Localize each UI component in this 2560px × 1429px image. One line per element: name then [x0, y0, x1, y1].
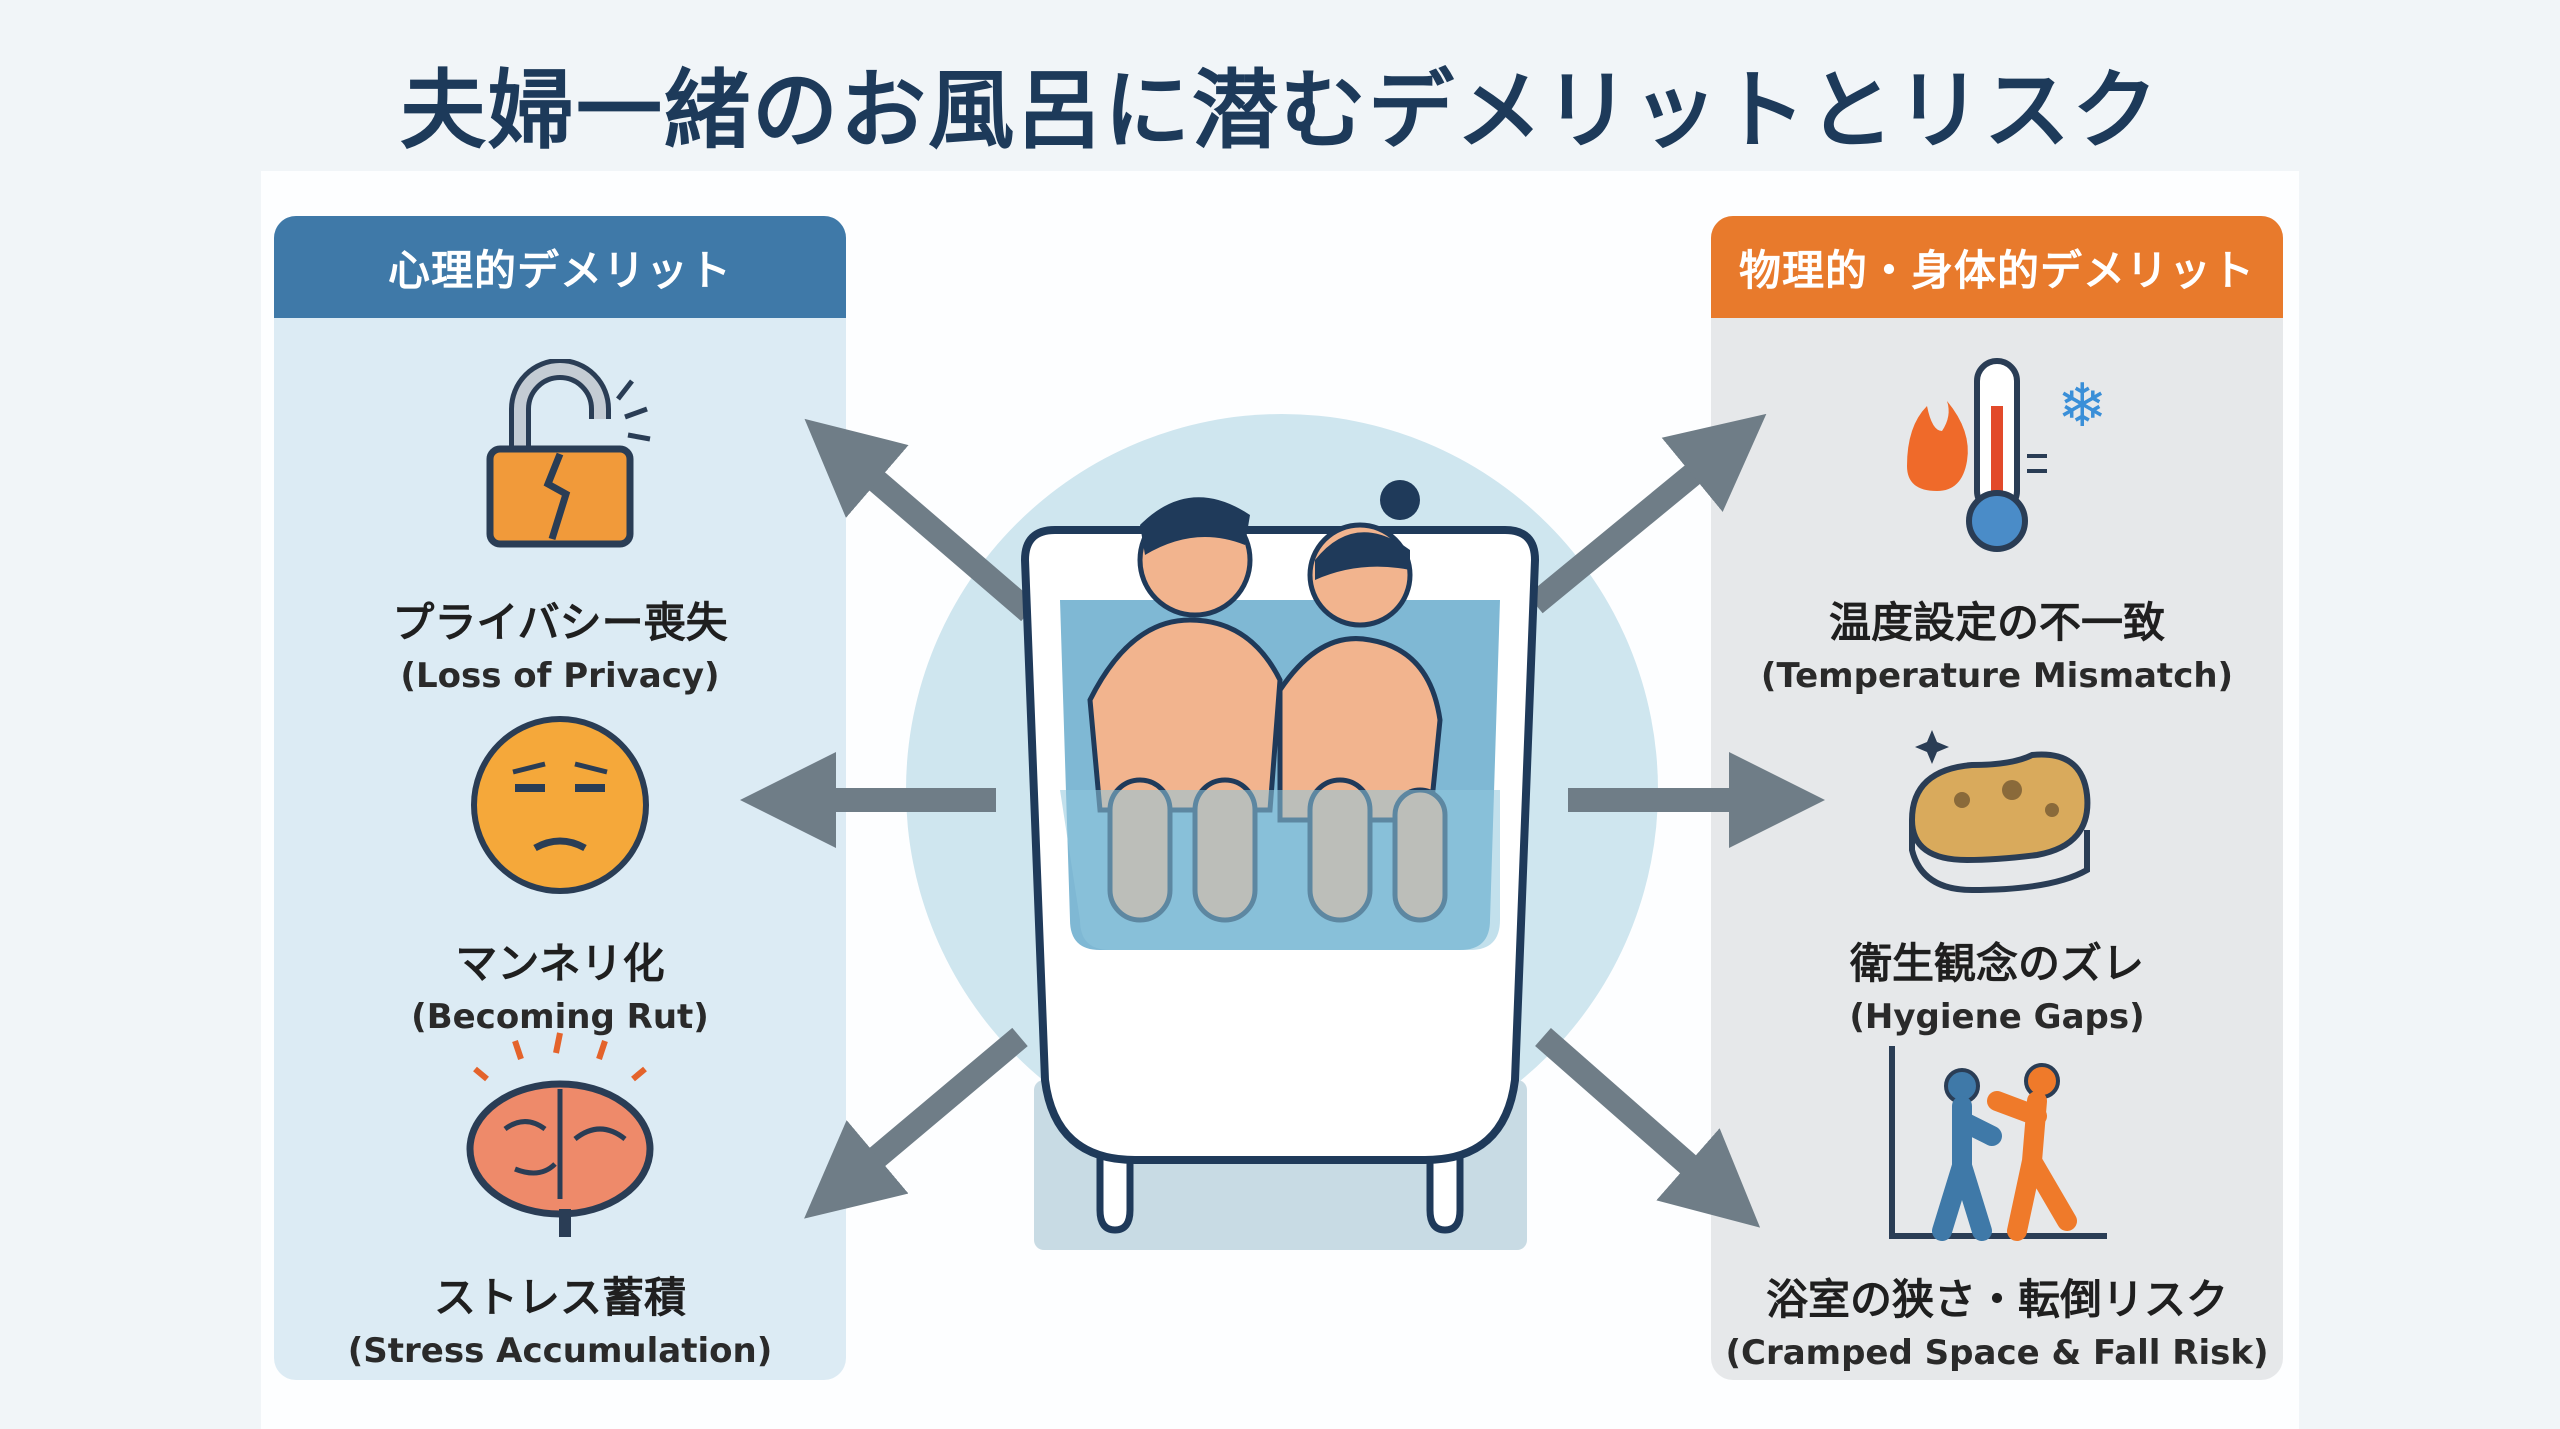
item-loss-of-privacy: プライバシー喪失 (Loss of Privacy) [274, 359, 846, 696]
item-label: 衛生観念のズレ [1849, 939, 2144, 988]
arrow-to-privacy [804, 418, 1037, 622]
arrow-to-temperature [1527, 413, 1767, 614]
people-collision-icon [1889, 1046, 2107, 1241]
arrow-to-cramped [1535, 1027, 1761, 1228]
svg-text:❄: ❄ [2057, 371, 2107, 441]
physical-header: 物理的・身体的デメリット [1711, 216, 2283, 318]
bathtub-icon [1020, 480, 1540, 1234]
item-stress-accumulation: ストレス蓄積 (Stress Accumulation) [274, 1029, 846, 1371]
arrow-to-stress [804, 1027, 1028, 1219]
item-label: ストレス蓄積 [433, 1273, 686, 1322]
page-title: 夫婦一緒のお風呂に潜むデメリットとリスク [400, 61, 2160, 161]
item-becoming-rut: マンネリ化 (Becoming Rut) [274, 710, 846, 1037]
item-label: プライバシー喪失 [392, 598, 728, 647]
sponge-icon [1908, 730, 2091, 894]
item-hygiene-gaps: 衛生観念のズレ (Hygiene Gaps) [1711, 710, 2283, 1037]
thermometer-icon: ❄ [1907, 358, 2107, 552]
item-sublabel: (Becoming Rut) [411, 997, 709, 1037]
item-sublabel: (Loss of Privacy) [400, 656, 720, 696]
item-cramped-space: 浴室の狭さ・転倒リスク (Cramped Space & Fall Risk) [1711, 1046, 2283, 1373]
item-label: マンネリ化 [455, 939, 665, 988]
stressed-brain-icon [466, 1032, 654, 1237]
item-label: 浴室の狭さ・転倒リスク [1765, 1275, 2228, 1324]
bored-face-icon [471, 716, 649, 894]
item-sublabel: (Stress Accumulation) [347, 1331, 773, 1371]
item-sublabel: (Hygiene Gaps) [1849, 997, 2145, 1037]
item-sublabel: (Cramped Space & Fall Risk) [1725, 1333, 2269, 1373]
item-temperature-mismatch: ❄ 温度設定の不一致 (Temperature Mismatch) [1711, 356, 2283, 696]
item-label: 温度設定の不一致 [1828, 598, 2165, 647]
arrows [740, 413, 1825, 1228]
psychological-header: 心理的デメリット [274, 216, 846, 318]
item-sublabel: (Temperature Mismatch) [1760, 656, 2234, 696]
broken-lock-icon [486, 359, 651, 548]
